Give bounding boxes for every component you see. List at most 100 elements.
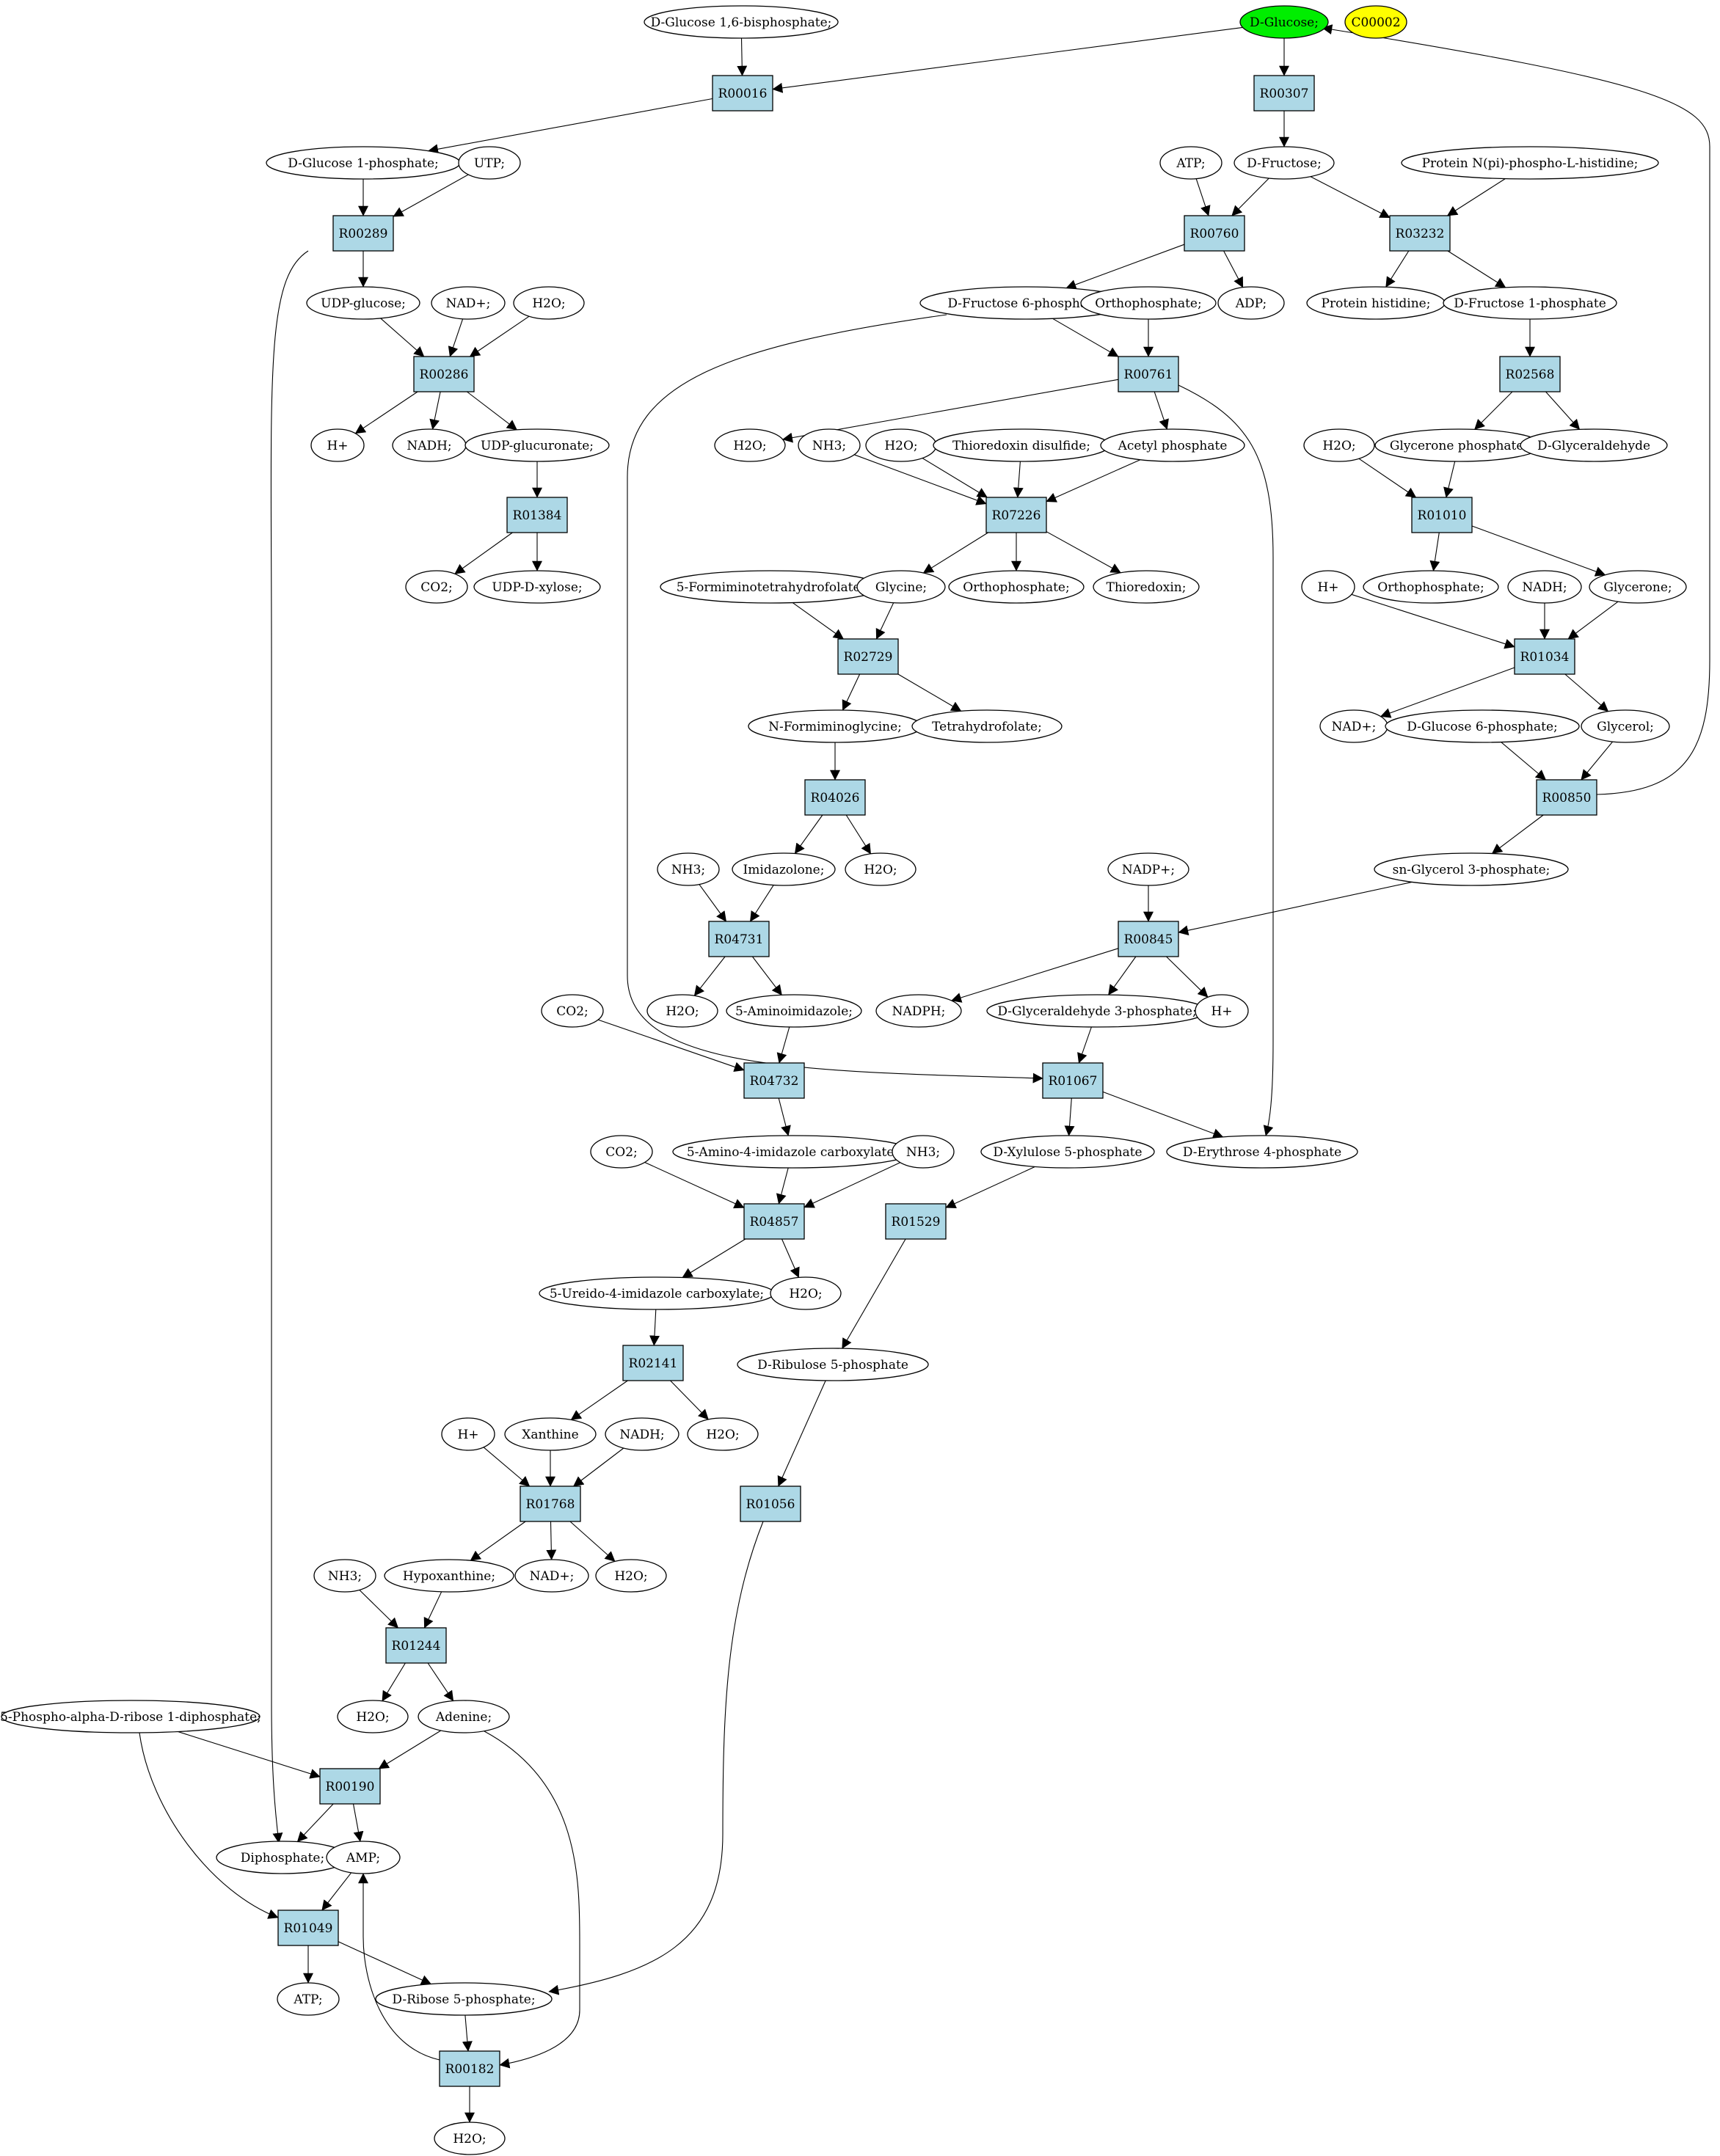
reaction-node[interactable]: R00182 [439, 2050, 500, 2087]
compound-node[interactable]: 5-Ureido-4-imidazole carboxylate; [539, 1276, 775, 1310]
compound-node[interactable]: D-Ribose 5-phosphate; [375, 1982, 553, 2016]
compound-node[interactable]: UTP; [458, 146, 521, 180]
reaction-node[interactable]: R00307 [1253, 75, 1315, 112]
compound-node[interactable]: Orthophosphate; [948, 570, 1085, 604]
reaction-node[interactable]: R04857 [743, 1203, 805, 1240]
compound-node[interactable]: Acetyl phosphate [1100, 428, 1245, 462]
reaction-node[interactable]: R00190 [319, 1768, 381, 1805]
compound-node[interactable]: H2O; [646, 994, 718, 1028]
compound-node[interactable]: Xanthine [504, 1417, 597, 1451]
compound-node[interactable]: UDP-glucose; [306, 286, 420, 320]
reaction-node[interactable]: R01067 [1042, 1062, 1104, 1099]
compound-node[interactable]: H2O; [513, 286, 585, 320]
reaction-node[interactable]: R01384 [506, 497, 568, 533]
compound-node[interactable]: Glycine; [856, 570, 946, 604]
compound-node[interactable]: Orthophosphate; [1080, 286, 1217, 320]
reaction-node[interactable]: R01010 [1411, 497, 1473, 533]
compound-node[interactable]: AMP; [326, 1841, 401, 1874]
compound-node[interactable]: N-Formiminoglycine; [748, 709, 922, 743]
compound-node[interactable]: Tetrahydrofolate; [911, 709, 1063, 743]
reaction-node[interactable]: R04731 [708, 921, 770, 957]
reaction-node[interactable]: R00289 [332, 215, 394, 252]
compound-node[interactable]: ATP; [1159, 146, 1222, 180]
compound-node[interactable]: Glycerol; [1581, 709, 1670, 743]
compound-node[interactable]: Orthophosphate; [1363, 570, 1499, 604]
compound-node[interactable]: H+ [1195, 994, 1249, 1028]
compound-node[interactable]: NH3; [892, 1135, 955, 1169]
compound-node[interactable]: NADH; [605, 1417, 679, 1451]
compound-node[interactable]: C00002 [1344, 5, 1407, 39]
reaction-node[interactable]: R04026 [804, 779, 866, 816]
compound-node[interactable]: Protein N(pi)-phospho-L-histidine; [1401, 146, 1659, 180]
compound-node[interactable]: D-Xylulose 5-phosphate [980, 1135, 1155, 1169]
compound-node[interactable]: UDP-glucuronate; [464, 428, 610, 462]
compound-node[interactable]: Imidazolone; [732, 852, 836, 886]
reaction-node[interactable]: R00016 [712, 75, 773, 112]
compound-node[interactable]: Diphosphate; [216, 1841, 349, 1874]
compound-node[interactable]: Hypoxanthine; [384, 1559, 514, 1593]
compound-node[interactable]: sn-Glycerol 3-phosphate; [1374, 852, 1569, 886]
compound-node[interactable]: H2O; [434, 2122, 506, 2155]
reaction-node[interactable]: R02568 [1499, 356, 1561, 392]
compound-node[interactable]: D-Glucose 1-phosphate; [266, 146, 461, 180]
reaction-node[interactable]: R04732 [743, 1062, 805, 1099]
reaction-node[interactable]: R01056 [740, 1486, 801, 1522]
compound-node[interactable]: H2O; [845, 852, 917, 886]
compound-node[interactable]: H+ [441, 1417, 495, 1451]
compound-node[interactable]: H2O; [770, 1276, 842, 1310]
compound-node[interactable]: Protein histidine; [1306, 286, 1446, 320]
compound-node[interactable]: CO2; [541, 994, 604, 1028]
compound-node[interactable]: H2O; [865, 428, 937, 462]
compound-node[interactable]: H2O; [687, 1417, 759, 1451]
compound-node[interactable]: D-Erythrose 4-phosphate [1166, 1135, 1358, 1169]
compound-node[interactable]: NAD+; [431, 286, 506, 320]
compound-node[interactable]: CO2; [590, 1135, 653, 1169]
reaction-node[interactable]: R00761 [1118, 356, 1179, 392]
compound-node[interactable]: D-Fructose 1-phosphate [1443, 286, 1617, 320]
compound-node[interactable]: H2O; [337, 1700, 409, 1733]
reaction-node[interactable]: R03232 [1389, 215, 1451, 252]
compound-node[interactable]: ATP; [277, 1982, 340, 2016]
compound-node[interactable]: H+ [1301, 570, 1355, 604]
compound-node[interactable]: D-Fructose 6-phosphate; [919, 286, 1132, 320]
compound-node[interactable]: CO2; [405, 570, 468, 604]
compound-node[interactable]: NH3; [798, 428, 861, 462]
compound-node[interactable]: H+ [310, 428, 365, 462]
compound-node[interactable]: Thioredoxin; [1093, 570, 1200, 604]
compound-node[interactable]: 5-Formiminotetrahydrofolate; [660, 570, 881, 604]
reaction-node[interactable]: R02141 [622, 1345, 684, 1381]
reaction-node[interactable]: R01529 [885, 1203, 947, 1240]
compound-node[interactable]: Adenine; [418, 1700, 510, 1733]
compound-node[interactable]: H2O; [714, 428, 786, 462]
compound-node[interactable]: NAD+; [1319, 709, 1388, 743]
compound-node[interactable]: D-Glucose 6-phosphate; [1385, 709, 1580, 743]
reaction-node[interactable]: R01244 [385, 1627, 447, 1664]
compound-node[interactable]: NADPH; [875, 994, 962, 1028]
compound-node[interactable]: H2O; [1303, 428, 1375, 462]
reaction-node[interactable]: R07226 [985, 497, 1047, 533]
compound-node[interactable]: Glycerone; [1589, 570, 1687, 604]
compound-node[interactable]: 5-Phospho-alpha-D-ribose 1-diphosphate; [0, 1700, 261, 1733]
compound-node[interactable]: ADP; [1217, 286, 1285, 320]
compound-node[interactable]: Glycerone phosphate; [1374, 428, 1543, 462]
compound-node[interactable]: D-Glyceraldehyde [1520, 428, 1668, 462]
compound-node[interactable]: D-Glucose 1,6-bisphosphate; [644, 5, 839, 39]
reaction-node[interactable]: R00286 [413, 356, 475, 392]
compound-node[interactable]: NADH; [1507, 570, 1582, 604]
reaction-node[interactable]: R01049 [277, 1910, 339, 1946]
compound-node[interactable]: D-Glucose; [1239, 5, 1329, 39]
reaction-node[interactable]: R00850 [1536, 779, 1597, 816]
reaction-node[interactable]: R02729 [837, 638, 899, 675]
reaction-node[interactable]: R01768 [520, 1486, 581, 1522]
compound-node[interactable]: 5-Amino-4-imidazole carboxylate; [672, 1135, 913, 1169]
compound-node[interactable]: NH3; [657, 852, 720, 886]
compound-node[interactable]: NH3; [313, 1559, 376, 1593]
compound-node[interactable]: NAD+; [514, 1559, 589, 1593]
compound-node[interactable]: D-Ribulose 5-phosphate [737, 1348, 929, 1381]
compound-node[interactable]: H2O; [595, 1559, 667, 1593]
compound-node[interactable]: D-Glyceraldehyde 3-phosphate; [986, 994, 1208, 1028]
reaction-node[interactable]: R01034 [1514, 638, 1575, 675]
compound-node[interactable]: NADP+; [1107, 852, 1189, 886]
compound-node[interactable]: NADH; [392, 428, 467, 462]
reaction-node[interactable]: R00760 [1184, 215, 1245, 252]
